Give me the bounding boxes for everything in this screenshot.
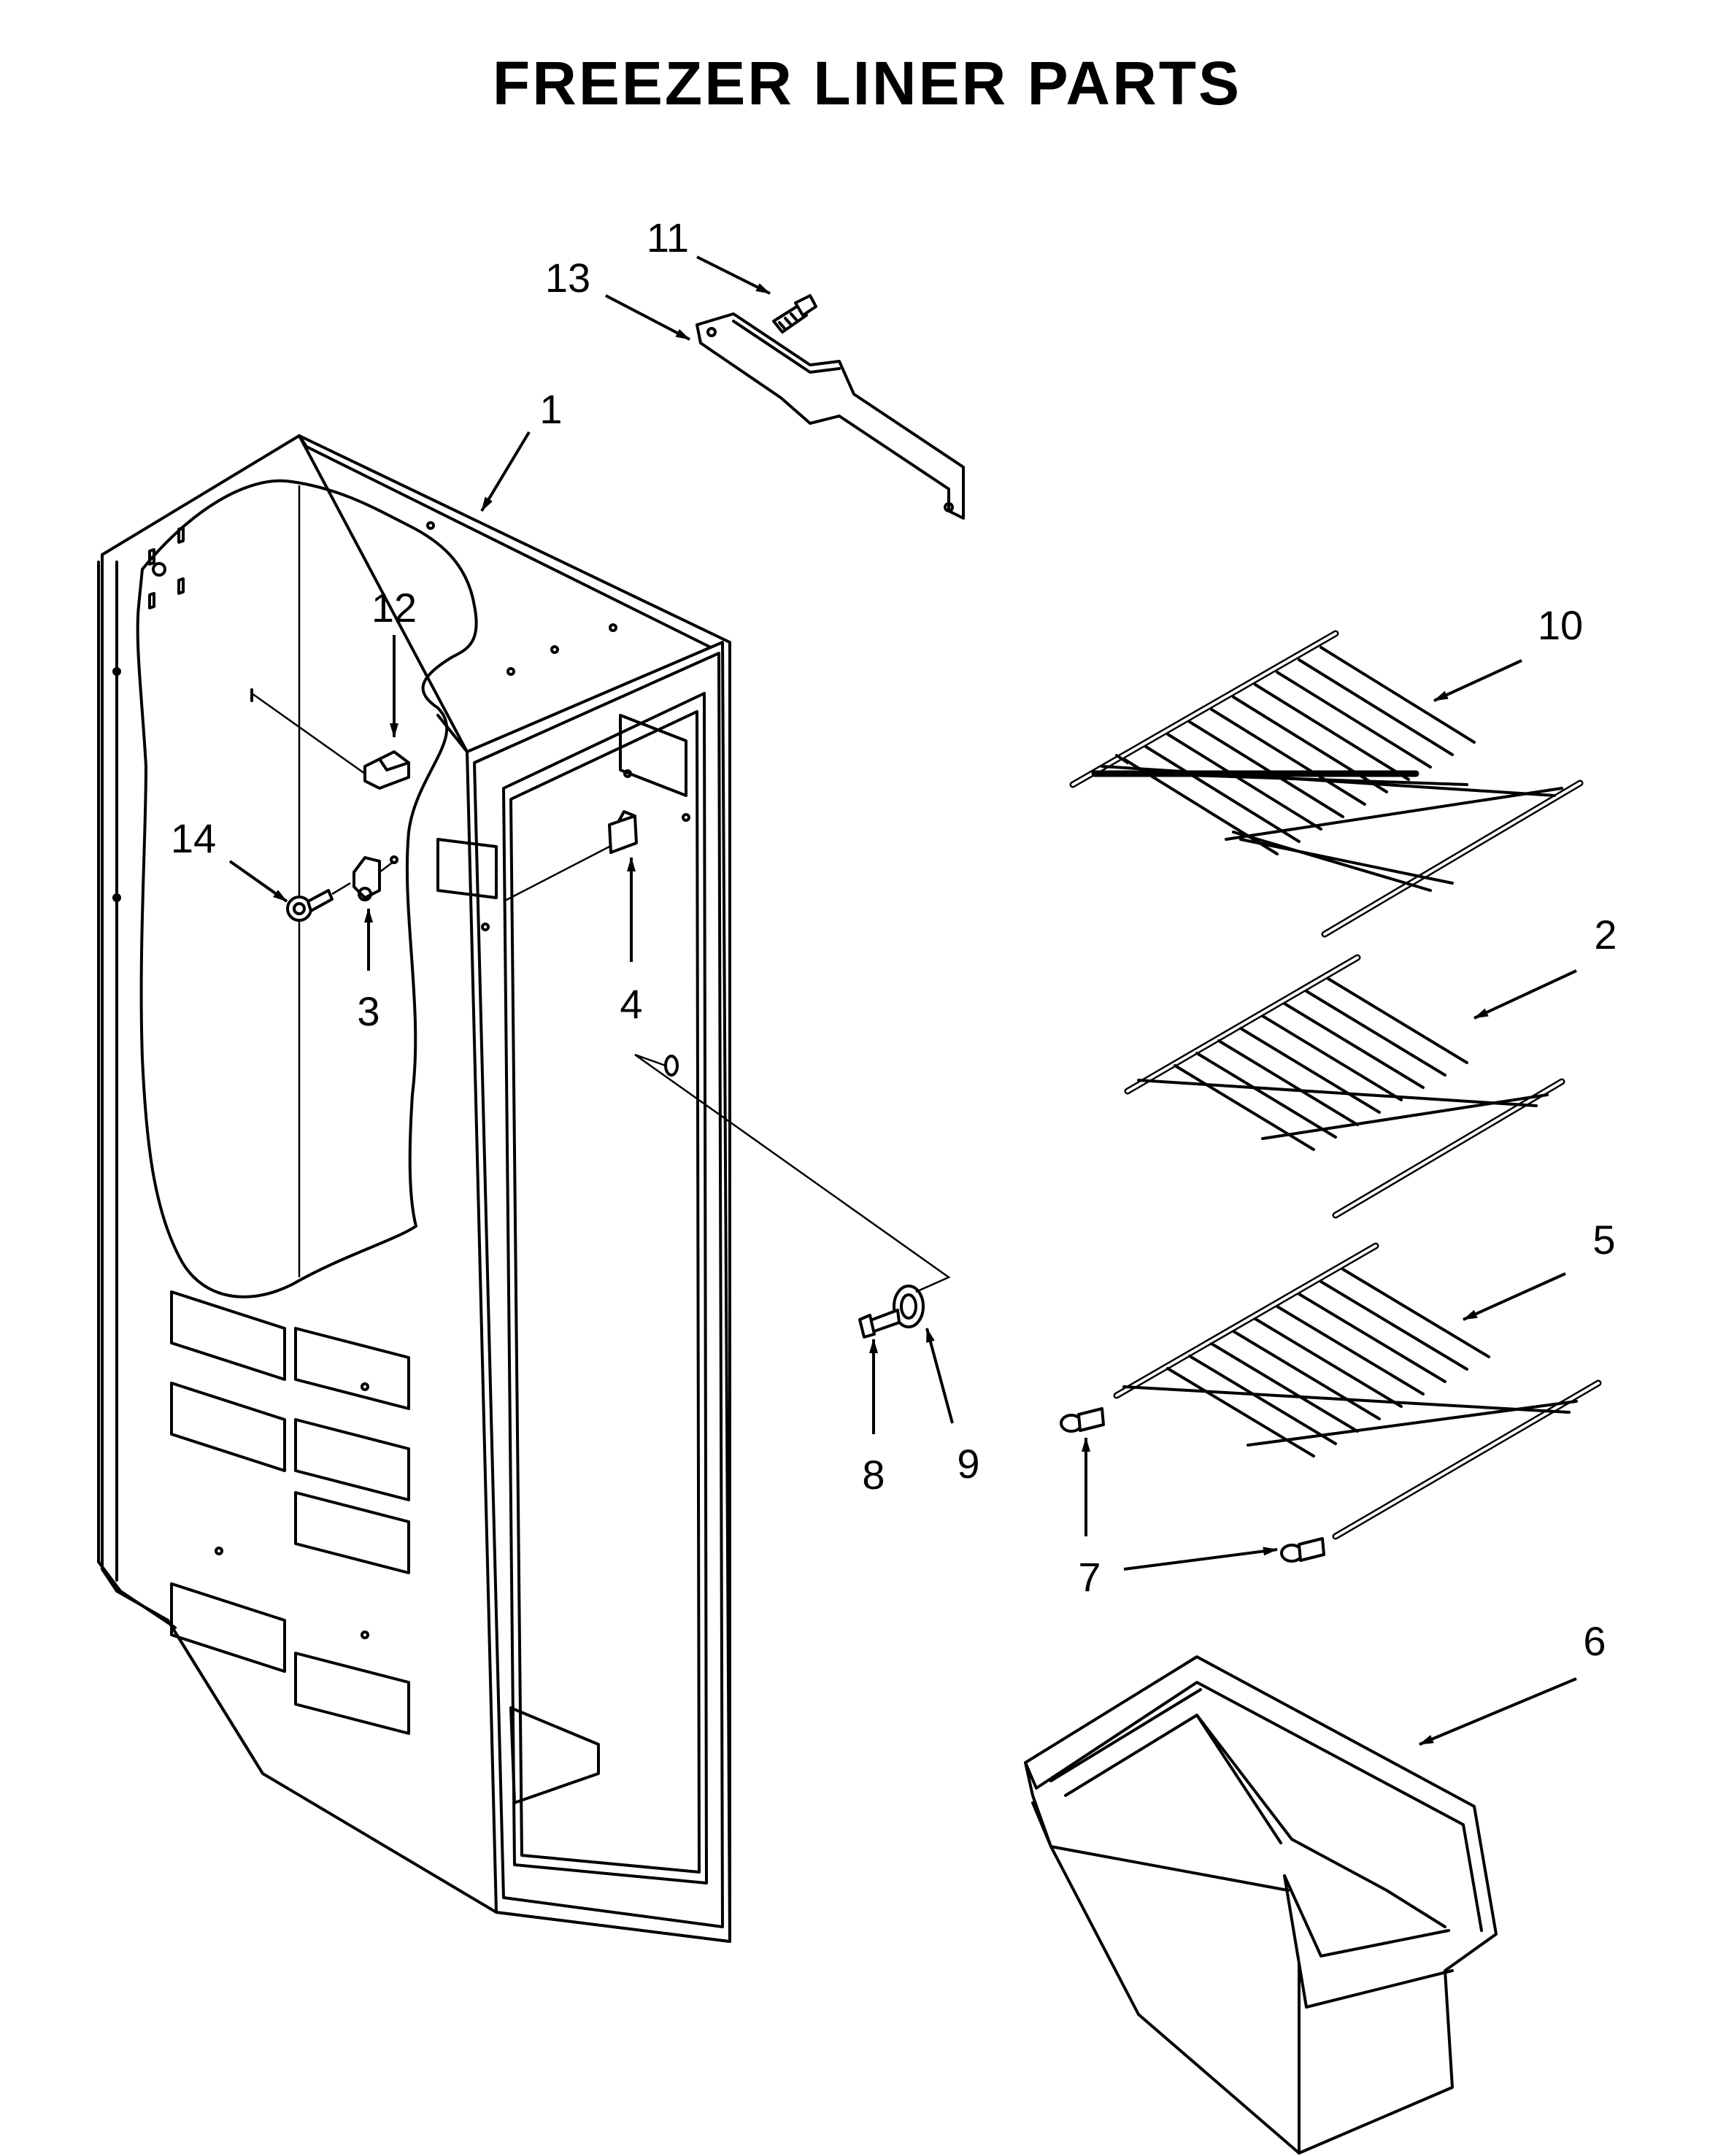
- callout-9: 9: [957, 1441, 979, 1487]
- part-14-screw: [286, 882, 351, 922]
- part-7-stud-right: [1280, 1537, 1325, 1563]
- part-13-bracket: [696, 312, 965, 520]
- callout-10: 10: [1538, 602, 1583, 648]
- arrow-7-right: [1123, 1547, 1278, 1571]
- callout-14: 14: [171, 815, 216, 861]
- part-8-screw: [858, 1309, 901, 1339]
- part-11-screw: [772, 294, 817, 334]
- arrow-2: [1473, 969, 1577, 1020]
- part-2-shelf: [1124, 954, 1565, 1219]
- arrow-13: [605, 294, 690, 341]
- callout-6: 6: [1583, 1618, 1606, 1664]
- callout-3: 3: [357, 988, 380, 1034]
- arrow-1: [480, 431, 531, 512]
- arrow-10: [1433, 659, 1522, 702]
- callout-5: 5: [1592, 1217, 1615, 1263]
- callout-1: 1: [539, 386, 562, 432]
- part-4-bracket: [503, 810, 638, 903]
- part-7-stud-left: [1060, 1407, 1105, 1433]
- callout-labels: 1 2 3 4 5 6 7 8 9 10 11 12 13 14: [171, 215, 1617, 1664]
- part-12-clip: [250, 688, 410, 790]
- arrow-9: [925, 1328, 954, 1424]
- part-6-bin: [1024, 1655, 1498, 2155]
- part-5-shelf: [1113, 1242, 1602, 1540]
- arrow-6: [1419, 1677, 1577, 1746]
- part-3-clip: [352, 855, 398, 901]
- shelf-5-rungs: [1166, 1268, 1490, 1458]
- arrow-14: [228, 860, 288, 903]
- callout-8: 8: [862, 1452, 885, 1498]
- callout-13: 13: [545, 255, 590, 301]
- callout-11: 11: [647, 215, 689, 261]
- arrow-5: [1463, 1272, 1566, 1321]
- shelf-10-rungs: [1115, 646, 1476, 892]
- part-10-shelf: [1069, 630, 1584, 938]
- hole-marker: [664, 1055, 679, 1077]
- page-title: FREEZER LINER PARTS: [493, 49, 1241, 118]
- shelf-2-rungs: [1174, 977, 1468, 1151]
- leader-line-9: [634, 1053, 951, 1293]
- arrow-11: [696, 255, 771, 295]
- part-9-roller: [893, 1285, 925, 1328]
- callout-2: 2: [1594, 912, 1617, 958]
- callout-7: 7: [1078, 1554, 1101, 1600]
- callout-12: 12: [371, 585, 417, 631]
- freezer-liner: [97, 434, 731, 1943]
- callout-4: 4: [620, 981, 642, 1027]
- callout-arrows: [228, 255, 1577, 1746]
